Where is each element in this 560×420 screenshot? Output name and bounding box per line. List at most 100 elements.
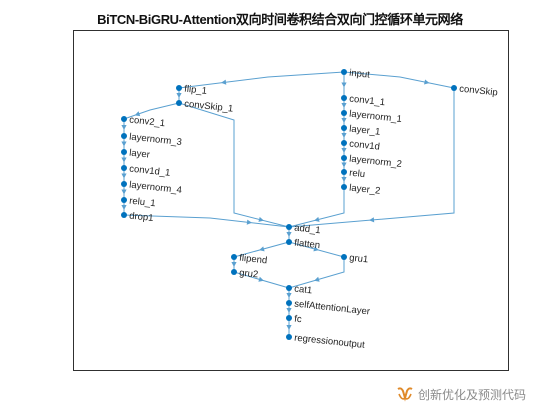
edge-layer_2-to-add_1	[288, 187, 345, 228]
arrowhead-convSkip_1-to-add_1	[258, 216, 264, 222]
node-label-selfAttentionLayer: selfAttentionLayer	[294, 299, 371, 318]
edge-input-to-flip_1	[178, 71, 345, 89]
node-fc[interactable]	[286, 315, 292, 321]
node-add_1[interactable]	[286, 224, 292, 230]
node-cat1[interactable]	[286, 285, 292, 291]
arrowhead-flip_1-to-convSkip_1	[176, 93, 182, 98]
node-label-layernorm_2: layernorm_2	[349, 154, 403, 170]
node-selfAttentionLayer[interactable]	[286, 300, 292, 306]
arrowhead-layernorm_3-to-layer	[121, 141, 127, 147]
watermark-text: 创新优化及预测代码	[418, 387, 527, 402]
node-gru1[interactable]	[341, 254, 347, 260]
node-label-layer_1: layer_1	[349, 124, 381, 138]
arrowhead-layer_2-to-add_1	[314, 216, 320, 222]
arrowhead-layernorm_2-to-relu	[341, 162, 347, 168]
node-label-flip_1: flip_1	[184, 84, 208, 97]
node-label-gru1: gru1	[349, 253, 369, 266]
arrowhead-flatten-to-gru1	[313, 246, 319, 252]
node-input[interactable]	[341, 69, 347, 75]
watermark: 创新优化及预测代码	[396, 384, 526, 404]
arrowhead-cat1-to-selfAttentionLayer	[286, 293, 292, 298]
arrowhead-flipend-to-gru2	[231, 262, 237, 267]
arrowhead-input-to-conv1_1	[341, 82, 347, 88]
node-layernorm_3[interactable]	[121, 133, 127, 139]
node-layer_2[interactable]	[341, 184, 347, 190]
node-conv2_1[interactable]	[121, 116, 127, 122]
node-label-flatten: flatten	[294, 238, 321, 252]
node-conv1d[interactable]	[341, 140, 347, 146]
arrowhead-input-to-convSkip	[424, 79, 430, 85]
node-label-cat1: cat1	[294, 284, 313, 297]
arrowhead-input-to-flip_1	[221, 79, 227, 85]
arrowhead-gru1-to-cat1	[314, 276, 320, 282]
node-label-fc: fc	[294, 314, 303, 326]
node-label-conv1d_1: conv1d_1	[129, 164, 171, 179]
node-flipend[interactable]	[231, 254, 237, 260]
edge-gru1-to-cat1	[288, 257, 345, 289]
node-label-drop1: drop1	[129, 211, 154, 224]
node-label-conv1_1: conv1_1	[349, 94, 386, 109]
arrowhead-conv2_1-to-layernorm_3	[121, 125, 127, 130]
arrowhead-conv1_1-to-layernorm_1	[341, 103, 347, 108]
node-label-conv1d: conv1d	[349, 139, 381, 153]
plot-area	[73, 30, 509, 371]
node-layernorm_2[interactable]	[341, 155, 347, 161]
node-convSkip_1[interactable]	[176, 100, 182, 106]
node-regressionoutput[interactable]	[286, 334, 292, 340]
arrowhead-gru2-to-cat1	[258, 276, 264, 282]
edge-input-to-convSkip	[343, 71, 455, 89]
node-label-layer_2: layer_2	[349, 183, 381, 197]
edge-layer	[121, 71, 455, 337]
node-label-relu: relu	[349, 168, 366, 181]
wechat-channel-logo-icon	[397, 387, 413, 402]
node-layernorm_4[interactable]	[121, 181, 127, 187]
node-conv1d_1[interactable]	[121, 165, 127, 171]
arrowhead-relu_1-to-drop1	[121, 205, 127, 210]
arrowhead-layer-to-conv1d_1	[121, 157, 127, 163]
arrowhead-selfAttentionLayer-to-fc	[286, 308, 292, 313]
arrowhead-convSkip-to-add_1	[369, 217, 375, 223]
arrowhead-convSkip_1-to-conv2_1	[134, 111, 141, 117]
node-label-relu_1: relu_1	[129, 196, 156, 210]
node-label-conv2_1: conv2_1	[129, 115, 166, 130]
arrowhead-conv1d_1-to-layernorm_4	[121, 173, 127, 179]
edge-convSkip-to-add_1	[288, 88, 455, 228]
node-layernorm_1[interactable]	[341, 110, 347, 116]
edge-convSkip_1-to-conv2_1	[123, 102, 180, 120]
arrowhead-add_1-to-flatten	[286, 232, 292, 237]
node-label-layernorm_4: layernorm_4	[129, 180, 183, 196]
arrowhead-conv1d-to-layernorm_2	[341, 148, 347, 153]
node-convSkip[interactable]	[451, 85, 457, 91]
node-relu[interactable]	[341, 169, 347, 175]
arrowhead-layernorm_4-to-relu_1	[121, 189, 127, 195]
node-label-flipend: flipend	[239, 253, 268, 267]
node-label-input: input	[349, 68, 371, 81]
edge-drop1-to-add_1	[123, 214, 290, 228]
node-label-layernorm_1: layernorm_1	[349, 109, 403, 125]
node-flatten[interactable]	[286, 239, 292, 245]
node-label-regressionoutput: regressionoutput	[294, 333, 366, 351]
node-label-add_1: add_1	[294, 223, 321, 237]
arrowhead-relu-to-layer_2	[341, 177, 347, 182]
node-label-convSkip: convSkip	[459, 84, 499, 99]
node-relu_1[interactable]	[121, 197, 127, 203]
arrowhead-flatten-to-flipend	[259, 246, 265, 252]
node-label-convSkip_1: convSkip_1	[184, 99, 234, 115]
node-layer_1[interactable]	[341, 125, 347, 131]
node-flip_1[interactable]	[176, 85, 182, 91]
node-label-layernorm_3: layernorm_3	[129, 132, 183, 148]
node-label-gru2: gru2	[239, 268, 259, 281]
node-conv1_1[interactable]	[341, 95, 347, 101]
arrowhead-fc-to-regressionoutput	[286, 325, 292, 330]
figure-title: BiTCN-BiGRU-Attention双向时间卷积结合双向门控循环单元网络	[97, 12, 463, 27]
arrowhead-layer_1-to-conv1d	[341, 133, 347, 138]
edge-convSkip_1-to-add_1	[178, 102, 290, 228]
arrowhead-drop1-to-add_1	[246, 219, 252, 225]
node-label-layer: layer	[129, 148, 151, 161]
arrowhead-layernorm_1-to-layer_1	[341, 118, 347, 123]
node-drop1[interactable]	[121, 212, 127, 218]
node-gru2[interactable]	[231, 269, 237, 275]
node-layer[interactable]	[121, 149, 127, 155]
